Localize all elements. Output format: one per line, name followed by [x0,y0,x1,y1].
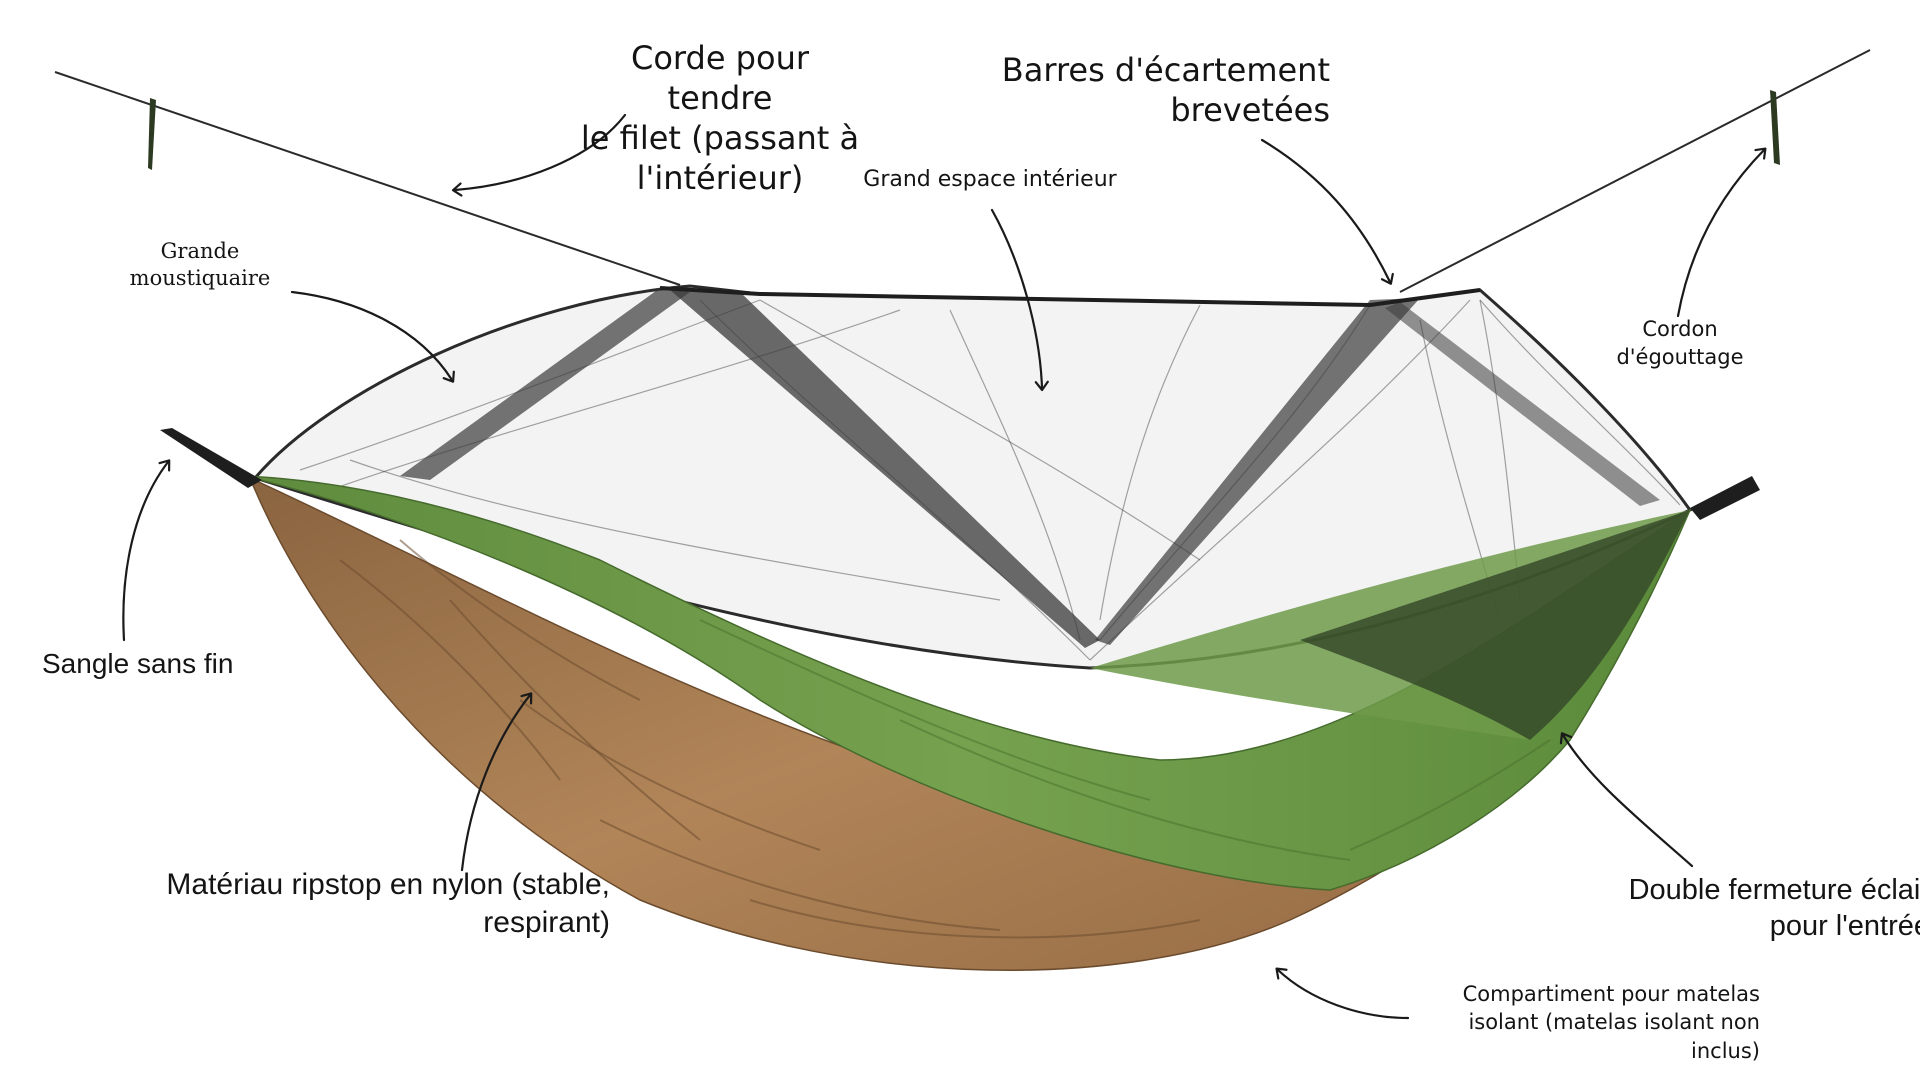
rope-clip-left-icon [148,98,156,170]
strap-left [160,428,262,488]
arrow-corde [451,113,627,197]
label-compartiment: Compartiment pour matelas isolant (matel… [1462,982,1760,1063]
arrow-cordon [1676,147,1767,318]
annotation-arrows [122,113,1767,1020]
label-cordon: Cordon d'égouttage [1616,317,1744,370]
spreader-bar-left [670,290,1100,648]
green-wrinkles [699,619,1551,861]
ridgeline-rope-right [1399,49,1871,293]
label-moustiquaire: Grande moustiquaire [129,239,271,291]
label-corde: Corde pour tendre le filet (passant à l'… [580,39,860,197]
strap-right [1690,476,1760,520]
spreader-bar-right-2 [1385,302,1660,506]
arrow-moustiquaire [290,290,455,383]
arrow-compartiment [1275,967,1410,1020]
rope-clip-right-icon [1770,90,1780,165]
spreader-bar-right [1095,298,1420,645]
spreader-bar-left-2 [400,288,690,480]
label-barres: Barres d'écartement brevetées [1001,51,1330,129]
arrow-espace [990,208,1049,392]
hammock-green-fabric [244,475,1692,891]
arrow-barres [1260,138,1394,285]
arrow-fermeture [1559,732,1694,868]
ridgeline-rope [54,71,681,286]
label-sangle: Sangle sans fin [42,648,234,679]
net-top-edge [659,286,1481,308]
label-fermeture: Double fermeture éclair pour l'entrée [1628,874,1920,943]
arrow-ripstop [460,692,533,872]
arrow-sangle [122,459,171,642]
fabric-wrinkles [339,539,1201,939]
label-ripstop: Matériau ripstop en nylon (stable, respi… [166,868,610,939]
label-espace: Grand espace intérieur [863,167,1117,192]
hammock-inner-shadow [1300,510,1690,740]
